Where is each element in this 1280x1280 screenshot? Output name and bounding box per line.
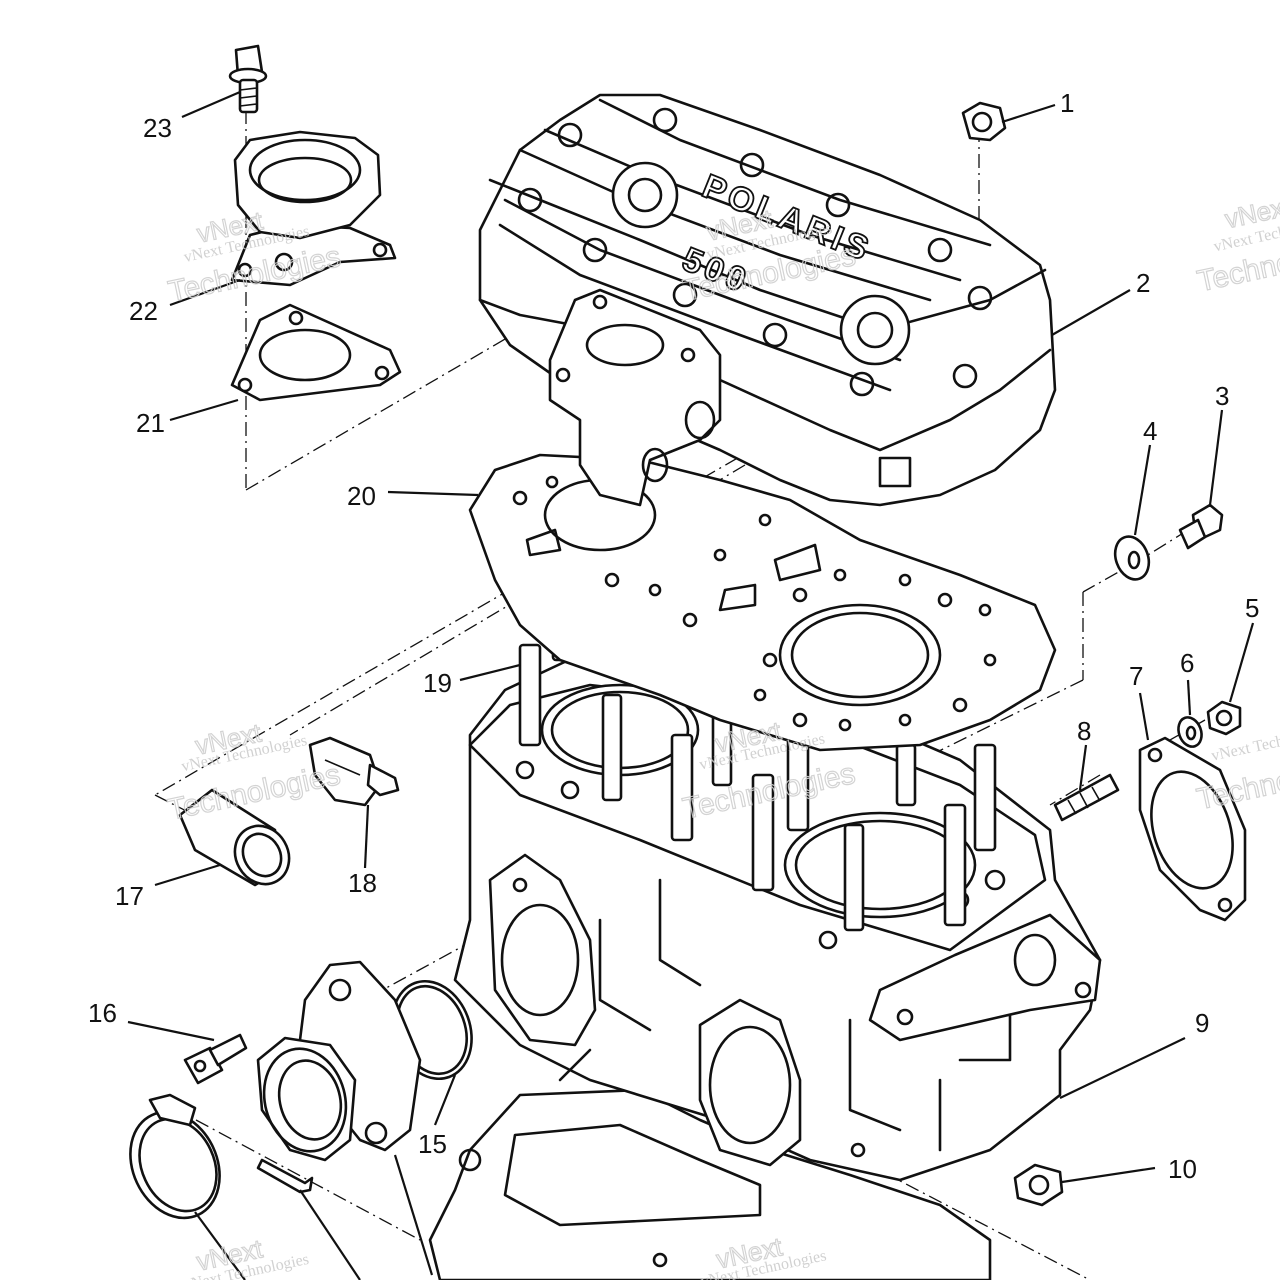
callout-21: 21 <box>136 408 165 438</box>
leader-lines <box>127 90 1255 1280</box>
callout-17: 17 <box>115 881 144 911</box>
callout-4: 4 <box>1143 416 1157 446</box>
callout-numbers: 1 2 3 4 5 6 7 8 9 10 15 16 17 18 19 20 2… <box>88 88 1259 1184</box>
part-5-nut <box>1206 700 1242 736</box>
part-10-nut <box>1013 1163 1064 1207</box>
callout-1: 1 <box>1060 88 1074 118</box>
part-16-bolt <box>183 1033 248 1085</box>
part-21-gasket <box>230 303 402 402</box>
callout-3: 3 <box>1215 381 1229 411</box>
callout-22: 22 <box>129 296 158 326</box>
callout-5: 5 <box>1245 593 1259 623</box>
callout-2: 2 <box>1136 268 1150 298</box>
callout-16: 16 <box>88 998 117 1028</box>
callout-7: 7 <box>1129 661 1143 691</box>
callout-10: 10 <box>1168 1154 1197 1184</box>
part-6-washer <box>1177 716 1203 748</box>
callout-23: 23 <box>143 113 172 143</box>
head-logo-line2: 500 <box>677 240 755 301</box>
part-17-sleeve <box>178 788 291 887</box>
water-outlet-housing <box>548 288 722 507</box>
head-gasket <box>468 453 1057 752</box>
part-18-temp-sensor <box>308 736 400 807</box>
part-4-washer <box>1113 535 1151 581</box>
callout-8: 8 <box>1077 716 1091 746</box>
clamp-pin <box>256 1158 314 1194</box>
callout-9: 9 <box>1195 1008 1209 1038</box>
callout-6: 6 <box>1180 648 1194 678</box>
hose-clamp <box>129 1093 221 1220</box>
part-3-bolt <box>1178 503 1224 550</box>
flange-adapter <box>256 960 422 1162</box>
part-23-bolt <box>228 44 268 114</box>
callout-19: 19 <box>423 668 452 698</box>
part-22-thermostat-housing <box>230 130 397 287</box>
part-7-exhaust-gasket <box>1138 736 1247 922</box>
cylinder-head: POLARIS 500 <box>478 93 1057 507</box>
callout-18: 18 <box>348 868 377 898</box>
callout-20: 20 <box>347 481 376 511</box>
callout-15: 15 <box>418 1129 447 1159</box>
part-1-nut <box>961 101 1007 142</box>
part-8-stud <box>1053 773 1120 822</box>
